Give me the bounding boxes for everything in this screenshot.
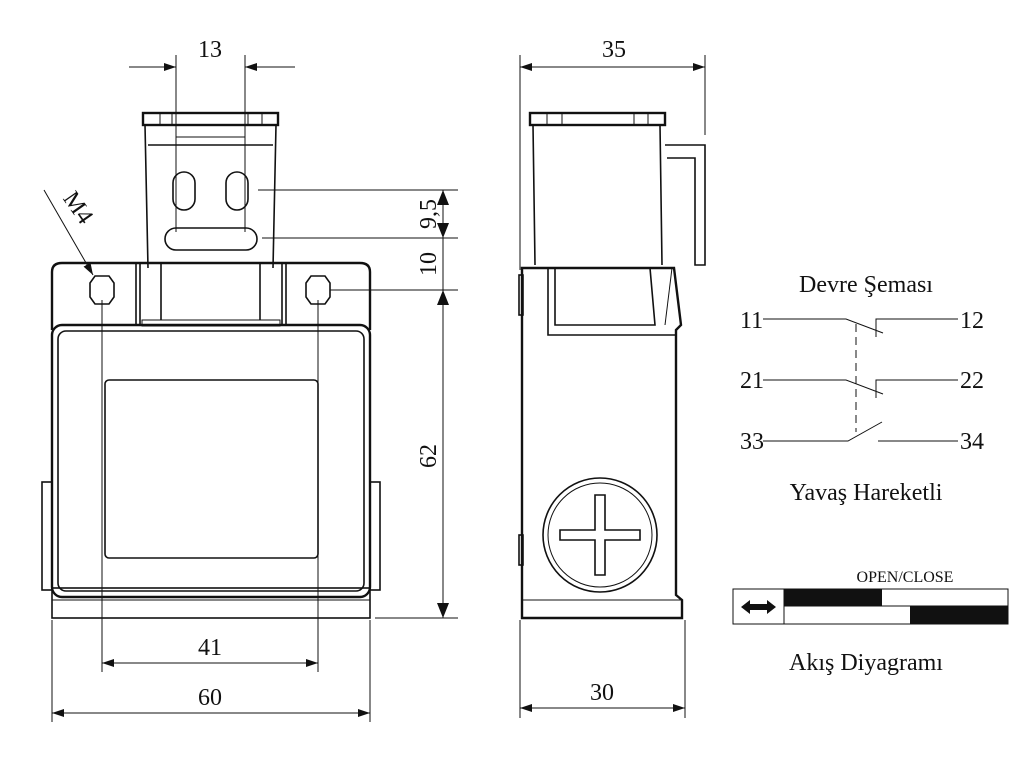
dim-10: 10 <box>416 252 442 276</box>
double-arrow-icon <box>741 600 776 614</box>
flow-title: Akış Diyagramı <box>789 650 943 676</box>
terminal-33: 33 <box>740 429 764 455</box>
dim-41: 41 <box>198 635 222 661</box>
open-bar <box>784 589 882 606</box>
dim-9-5: 9,5 <box>416 199 442 229</box>
front-view: 13 9,5 10 62 M4 41 60 <box>41 37 458 722</box>
dim-35: 35 <box>602 37 626 63</box>
terminal-12: 12 <box>960 308 984 334</box>
circuit-diagram: Devre Şeması 11 12 21 22 33 34 Yavaş Har… <box>740 272 984 506</box>
thread-m4: M4 <box>58 187 98 229</box>
terminal-21: 21 <box>740 368 764 394</box>
circuit-subtitle: Yavaş Hareketli <box>790 480 943 506</box>
dim-62: 62 <box>416 444 442 468</box>
terminal-11: 11 <box>740 308 763 334</box>
open-close-label: OPEN/CLOSE <box>857 569 954 586</box>
dim-30: 30 <box>590 680 614 706</box>
dim-60: 60 <box>198 685 222 711</box>
terminal-34: 34 <box>960 429 984 455</box>
side-view: 35 30 <box>518 37 706 718</box>
flow-diagram: OPEN/CLOSE Akış Diyagramı <box>732 569 1009 676</box>
dim-13: 13 <box>198 37 222 63</box>
circuit-title: Devre Şeması <box>799 272 933 298</box>
close-bar <box>910 606 1008 624</box>
terminal-22: 22 <box>960 368 984 394</box>
